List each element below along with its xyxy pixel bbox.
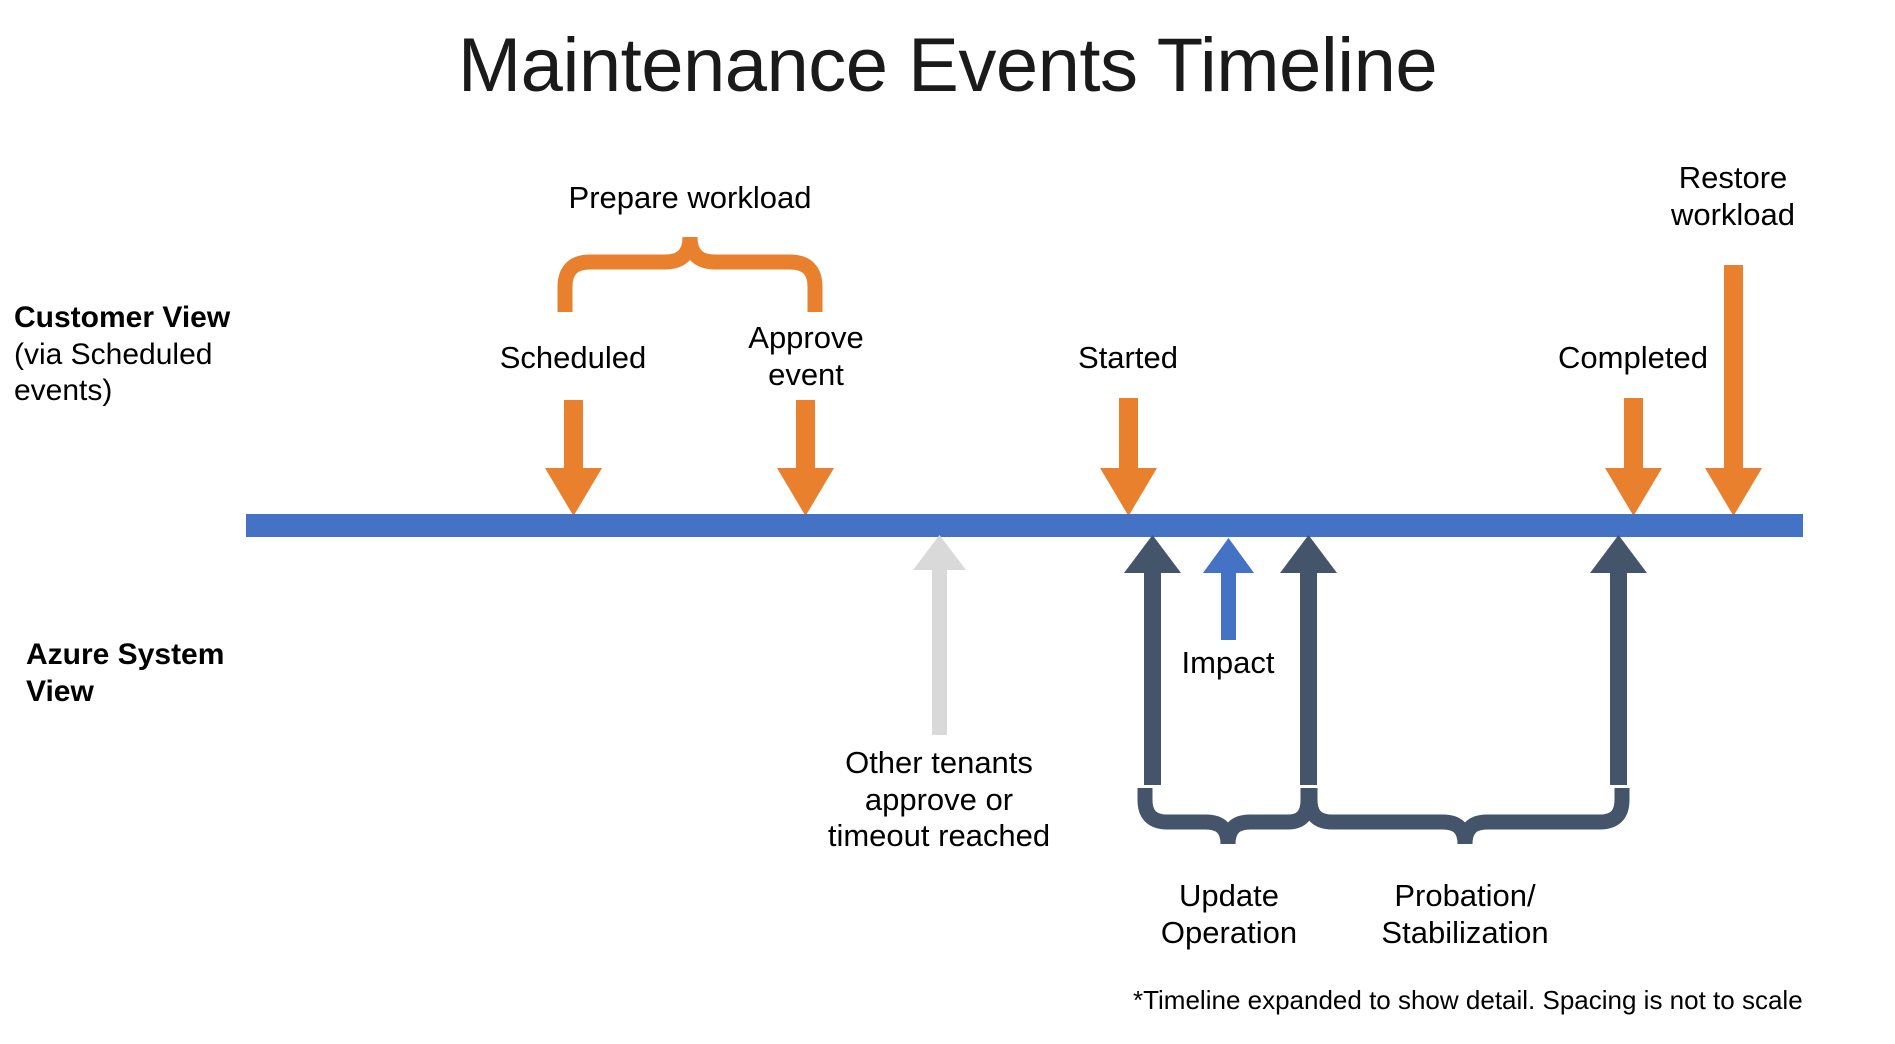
completed-down-arrow-icon [1605, 398, 1662, 516]
update-operation-brace [1137, 788, 1316, 845]
started-label: Started [1078, 340, 1178, 375]
impact-up-arrow-icon [1203, 538, 1254, 640]
customer-view-heading: Customer View [14, 301, 231, 334]
azure-system-view-heading-line2: View [26, 674, 94, 708]
restore-workload-label: Restore workload [1670, 160, 1796, 232]
prepare-workload-brace [557, 236, 823, 312]
other-tenants-up-arrow-icon [913, 535, 966, 735]
prepare-workload-label: Prepare workload [568, 180, 812, 215]
other-tenants-label: Other tenants approve or timeout reached [827, 745, 1051, 854]
update-operation-label: Update Operation [1160, 878, 1298, 950]
page-title: Maintenance Events Timeline [457, 23, 1438, 108]
update-operation-start-up-arrow-icon [1124, 535, 1181, 785]
probation-stabilization-brace [1302, 788, 1630, 845]
started-down-arrow-icon [1100, 398, 1157, 516]
update-operation-end-up-arrow-icon [1280, 535, 1337, 785]
scheduled-label: Scheduled [499, 340, 647, 375]
customer-view-sub-line2: events) [14, 374, 113, 408]
probation-stabilization-label: Probation/ Stabilization [1381, 878, 1549, 950]
customer-view-sub-line1: (via Scheduled [14, 337, 213, 371]
scheduled-down-arrow-icon [545, 400, 602, 516]
footnote: *Timeline expanded to show detail. Spaci… [1133, 985, 1803, 1015]
azure-system-view-swimlane-label: Azure System View [26, 637, 256, 710]
restore-workload-down-arrow-icon [1705, 265, 1762, 516]
completed-label: Completed [1558, 340, 1708, 375]
approve-event-down-arrow-icon [777, 400, 834, 516]
probation-end-up-arrow-icon [1590, 535, 1647, 785]
azure-system-view-heading-line1: Azure System [26, 638, 225, 671]
timeline-bar [246, 514, 1803, 537]
impact-label: Impact [1181, 645, 1275, 680]
customer-view-swimlane-label: Customer View (via Scheduled events) [14, 300, 244, 410]
approve-event-label: Approve event [748, 320, 864, 392]
